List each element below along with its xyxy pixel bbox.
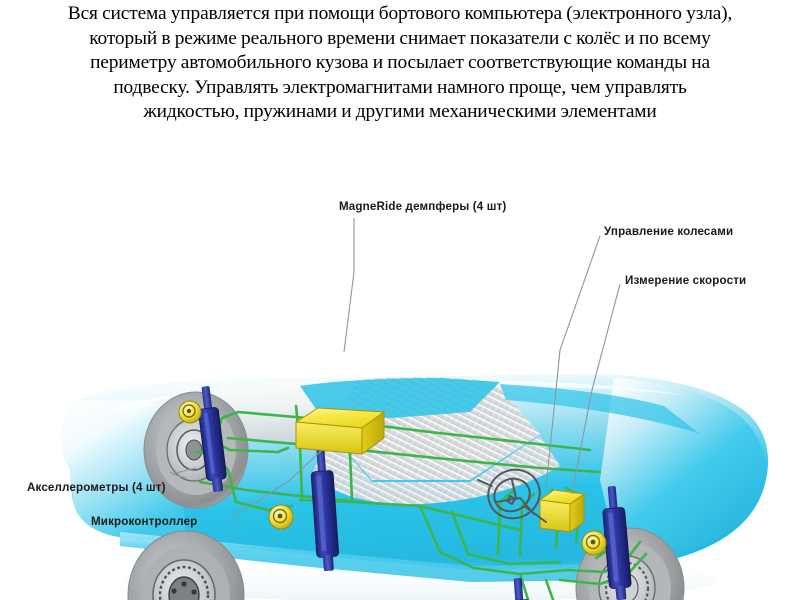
car-rear-deck	[500, 384, 700, 434]
page-title: Вся система управляется при помощи борто…	[6, 2, 794, 125]
damper-foot	[322, 554, 334, 572]
wheel-outline	[127, 530, 245, 600]
steering-hub	[506, 495, 516, 505]
headline-line-4: подвеску. Управлять электромагнитами нам…	[113, 76, 687, 98]
callout-label-microcontroller: Микроконтроллер	[91, 515, 198, 528]
leader-wheels	[545, 235, 601, 489]
damper-rear-left	[310, 447, 340, 572]
sensor-dot	[186, 408, 192, 414]
leader-speed	[571, 283, 621, 495]
steering-column	[523, 505, 547, 523]
wire-bottom-wheel	[518, 572, 530, 600]
damper-highlight	[608, 512, 619, 583]
damper-rod	[201, 386, 213, 411]
sensor-dot	[590, 539, 596, 545]
wire-node-fl	[276, 446, 290, 454]
disc-ring-outer	[604, 561, 650, 600]
sensor-ring	[182, 404, 196, 418]
wire-cross-center-2	[450, 510, 562, 566]
leader-lines	[169, 218, 621, 519]
headline-line-2: который в режиме реального времени снима…	[89, 27, 711, 49]
damper-front-left	[198, 386, 227, 492]
wire-cross-center	[418, 504, 570, 576]
wheel-rear-left	[127, 530, 245, 600]
damper-front-right	[602, 486, 632, 600]
damper-rear-right	[508, 578, 536, 600]
wire-spine-lower	[226, 436, 602, 474]
leader-accel-2	[171, 467, 197, 475]
mc-side-face	[361, 411, 385, 455]
ecu-front-face	[539, 499, 571, 533]
steering-rim-outer	[487, 468, 541, 520]
steering-wheel-icon	[477, 468, 547, 523]
sensor-ring	[585, 534, 601, 550]
damper-foot	[615, 585, 627, 600]
damper-foot	[211, 477, 224, 492]
leader-micro	[231, 449, 323, 519]
hub-center	[185, 439, 203, 461]
suspension-diagram	[0, 150, 800, 600]
microcontroller-module	[294, 407, 386, 455]
mc-front-face	[295, 421, 363, 455]
ecu-side-face	[569, 493, 585, 533]
headline-line-5: жидкостью, пружинами и другими механичес…	[143, 101, 657, 123]
accelerometer-rear-left	[268, 504, 294, 530]
callout-label-speed-measurement: Измерение скорости	[625, 274, 747, 287]
damper-rod	[513, 578, 524, 600]
damper-rod	[607, 486, 618, 511]
sensor-ring	[272, 508, 288, 524]
wheel-outline	[575, 527, 685, 600]
steering-control-module	[538, 489, 586, 533]
car-ground-shadow	[120, 558, 720, 600]
steering-stalk	[477, 479, 493, 487]
steering-spoke-2	[511, 479, 517, 499]
lug-bolts	[171, 581, 197, 595]
car-diagram-svg	[60, 218, 769, 600]
damper-highlight	[203, 412, 215, 475]
accelerometer-front-left	[178, 400, 202, 424]
car-rear-quarter	[600, 378, 766, 566]
sensor-dot	[277, 513, 283, 519]
hub-ring	[168, 576, 200, 600]
headline-line-3: периметру автомобильного кузова и посыла…	[90, 52, 710, 74]
disc-ring-outer	[158, 565, 210, 600]
callout-label-accelerometers: Акселлерометры (4 шт)	[27, 481, 166, 494]
callout-label-dampers: MagneRide демпферы (4 шт)	[339, 200, 507, 213]
headline-line-1: Вся система управляется при помощи борто…	[67, 3, 733, 24]
car-cowl	[300, 378, 500, 418]
damper-highlight	[316, 475, 327, 552]
wiring-harness	[194, 404, 648, 600]
accelerometer-front-right	[581, 530, 607, 556]
wire-bottom-wheel-2	[544, 578, 555, 600]
leader-dampers	[343, 218, 355, 353]
callout-label-wheel-control: Управление колесами	[604, 225, 734, 238]
